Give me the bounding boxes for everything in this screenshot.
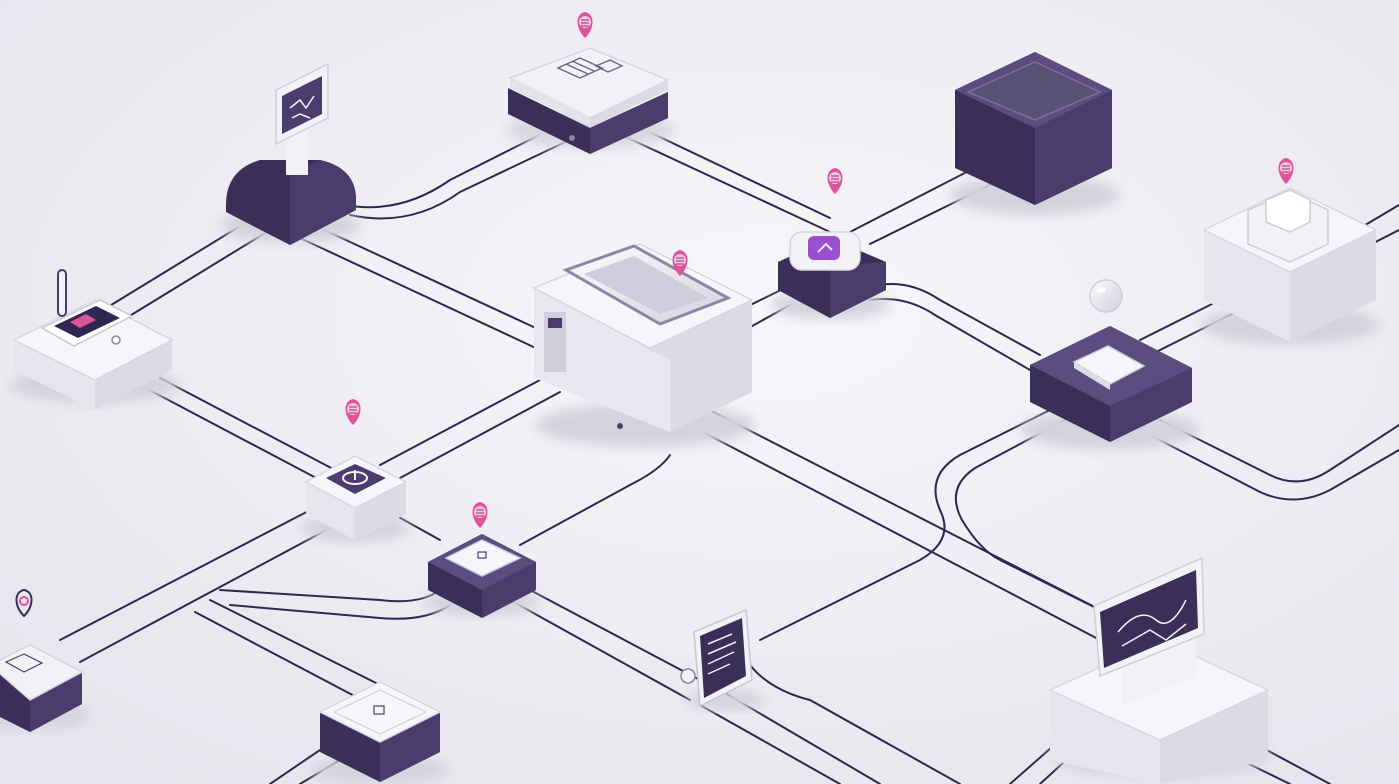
server-tower-right <box>1200 187 1380 345</box>
tablet-charger-left <box>10 269 180 410</box>
wire <box>139 384 321 481</box>
wire <box>269 749 321 784</box>
wire <box>689 399 1121 621</box>
clipboard-reader <box>680 608 765 710</box>
wire <box>79 519 346 663</box>
map-graphic-icon <box>289 95 315 119</box>
wire <box>89 219 251 319</box>
wire <box>379 379 541 466</box>
fan-node-center-left <box>300 455 410 542</box>
wire <box>529 589 701 681</box>
smart-speaker-node <box>770 231 890 319</box>
location-pin-icon <box>472 502 488 528</box>
location-pin-icon <box>1278 158 1294 184</box>
pad-node-right <box>1020 326 1200 450</box>
wire <box>1149 434 1399 501</box>
wire <box>749 664 961 784</box>
box-node-bottom <box>310 681 450 784</box>
chart-scribble-icon <box>1117 577 1187 647</box>
location-pin-icon <box>827 168 843 194</box>
wire <box>344 121 566 209</box>
storage-cube <box>950 52 1120 215</box>
location-pin-icon <box>577 12 593 38</box>
glass-bubble-icon <box>1089 279 1123 313</box>
wire <box>679 419 1101 641</box>
wire <box>879 283 1041 356</box>
router-hub-top <box>505 47 675 154</box>
pad-node-bottom-left <box>0 644 90 732</box>
location-pin-icon <box>672 250 688 276</box>
wire <box>399 391 561 479</box>
wire <box>319 227 541 331</box>
location-pin-icon <box>345 399 361 425</box>
wire <box>759 409 1051 641</box>
switch-node-center <box>424 534 540 618</box>
wire <box>519 454 671 546</box>
display-block-bottom-right <box>1048 556 1270 784</box>
outline-pin-icon <box>15 588 33 618</box>
monitor-stand <box>220 62 360 245</box>
wire <box>349 134 581 220</box>
wire <box>394 514 441 541</box>
central-printer <box>532 243 755 447</box>
wire <box>159 377 336 471</box>
wire <box>109 229 271 329</box>
wire <box>1159 419 1399 483</box>
wire <box>59 504 321 641</box>
chip-grid-icon <box>556 57 624 79</box>
wire <box>509 599 691 701</box>
text-lines-icon <box>707 633 737 675</box>
wire <box>699 704 841 784</box>
wire <box>299 237 541 351</box>
location-markers <box>15 12 1294 618</box>
